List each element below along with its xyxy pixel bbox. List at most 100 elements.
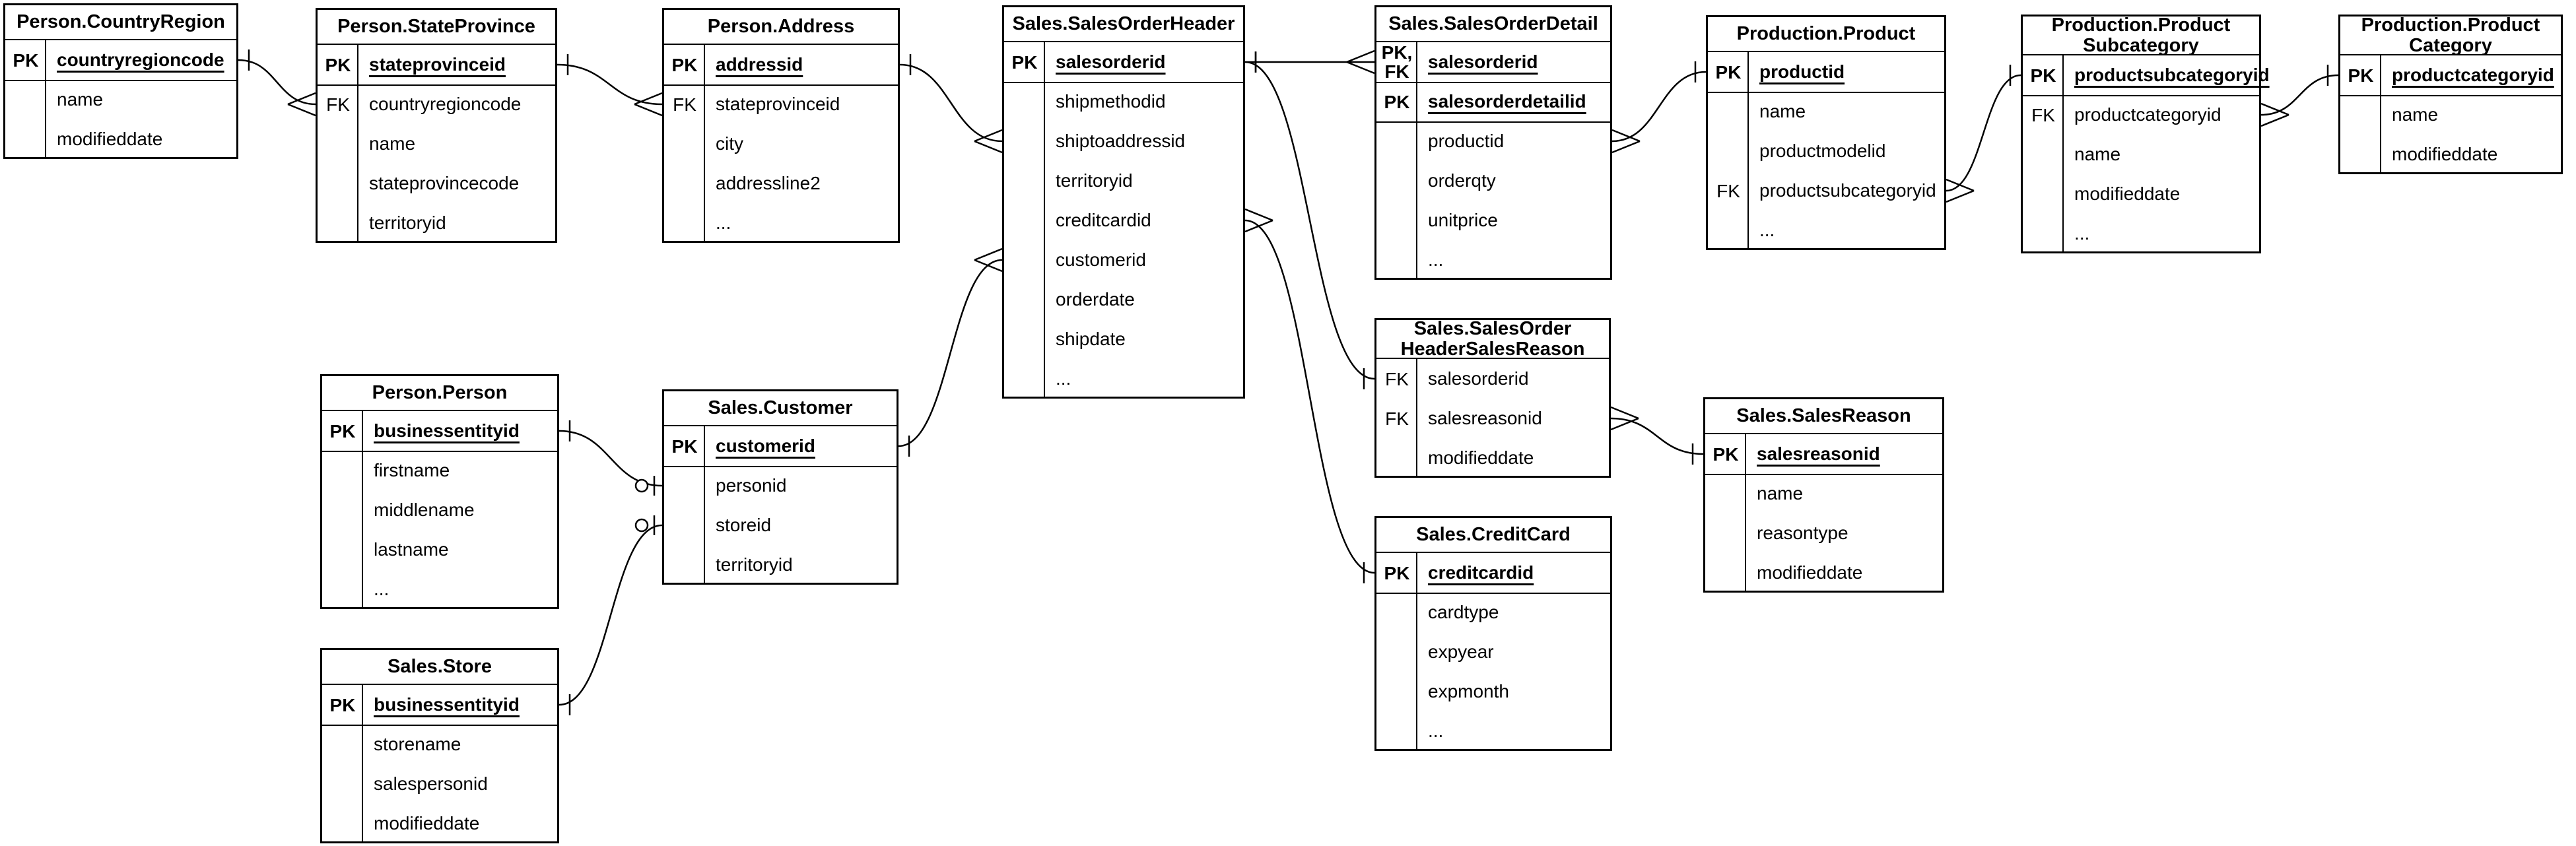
section-divider [1376, 121, 1610, 123]
entity-title: Person.Address [664, 10, 898, 45]
entity-title: Sales.CreditCard [1376, 518, 1610, 553]
entity-title: Sales.SalesOrder HeaderSalesReason [1376, 318, 1609, 359]
field-row: shipmethodid [1004, 82, 1243, 121]
field-row: modifieddate [2340, 135, 2561, 174]
key-column-divider [1004, 42, 1045, 397]
field-name: productid [1428, 131, 1505, 151]
field-name: stateprovincecode [369, 173, 520, 193]
key-label: PK [1011, 51, 1038, 73]
key-column-divider [1705, 434, 1746, 591]
connector-headersalesreason-salesreason[interactable] [1610, 406, 1704, 465]
field-name: city [716, 133, 743, 154]
entity-title: Person.CountryRegion [5, 5, 236, 40]
field-row: storeid [664, 505, 897, 545]
field-name: storename [374, 734, 461, 754]
field-name: name [1759, 101, 1806, 121]
field-name: name [2074, 144, 2121, 164]
field-row: expyear [1376, 632, 1610, 672]
section-divider [322, 725, 557, 726]
key-column-divider [322, 411, 363, 607]
field-row: modifieddate [1376, 438, 1609, 478]
field-name: shiptoaddressid [1056, 131, 1186, 151]
entity-title: Sales.Customer [664, 391, 897, 426]
key-column-divider [2340, 55, 2381, 172]
field-row: personid [664, 466, 897, 505]
field-name: ... [1428, 249, 1444, 270]
key-label: PK [325, 54, 351, 75]
field-row: modifieddate [1705, 553, 1942, 593]
section-divider [322, 451, 557, 452]
field-name: countryregioncode [57, 49, 224, 70]
field-name: territoryid [1056, 170, 1133, 191]
field-name: shipdate [1056, 329, 1126, 349]
connector-salesorderdetail-product[interactable] [1611, 61, 1707, 154]
key-label: PK [671, 436, 698, 457]
connector-address-salesorderheader[interactable] [899, 54, 1003, 154]
field-row: name [2023, 135, 2259, 174]
key-label: PK [1712, 443, 1739, 465]
field-row: ... [664, 203, 898, 243]
field-name: modifieddate [374, 813, 480, 833]
key-label: FK [1385, 368, 1409, 389]
field-name: name [1757, 483, 1804, 504]
key-column-divider [664, 45, 705, 241]
field-name: customerid [1056, 249, 1146, 270]
field-row: productid [1376, 121, 1610, 161]
field-name: expmonth [1428, 681, 1509, 701]
field-row: salespersonid [322, 764, 557, 804]
field-name: cardtype [1428, 602, 1499, 622]
field-name: modifieddate [1428, 447, 1534, 468]
field-row: cardtype [1376, 593, 1610, 632]
connector-productsubcategory-productcategory[interactable] [2260, 65, 2339, 127]
entity-title: Production.Product Category [2340, 15, 2561, 55]
field-row: name [2340, 95, 2561, 135]
connector-countryregion-stateprovince[interactable] [238, 49, 316, 117]
field-row: modifieddate [322, 804, 557, 843]
field-row: shipdate [1004, 319, 1243, 359]
field-name: modifieddate [57, 129, 163, 149]
connector-product-productsubcategory[interactable] [1946, 65, 2021, 203]
field-name: salesorderid [1056, 51, 1166, 72]
connector-customer-salesorderheader[interactable] [898, 247, 1003, 457]
connector-person-customer[interactable] [559, 420, 663, 496]
field-row: ... [1376, 711, 1610, 751]
key-label: PK [1384, 91, 1410, 112]
entity-title: Sales.SalesOrderHeader [1004, 7, 1243, 42]
field-name: orderqty [1428, 170, 1496, 191]
field-name: salesorderid [1428, 51, 1538, 72]
field-row: ... [1708, 211, 1944, 250]
field-name: unitprice [1428, 210, 1498, 230]
connector-stateprovince-address[interactable] [557, 54, 663, 117]
key-label: PK [2030, 65, 2056, 86]
field-name: reasontype [1757, 523, 1848, 543]
field-name: productsubcategoryid [1759, 180, 1936, 201]
connector-salesorderheader-creditcard[interactable] [1244, 208, 1375, 583]
field-row: shiptoaddressid [1004, 121, 1243, 161]
connector-store-customer[interactable] [559, 515, 663, 715]
connector-salesorderheader-salesorderdetail[interactable] [1245, 49, 1375, 75]
field-row: ... [1376, 240, 1610, 280]
field-name: productmodelid [1759, 141, 1886, 161]
connector-salesorderheader-headersalesreason[interactable] [1244, 51, 1375, 389]
